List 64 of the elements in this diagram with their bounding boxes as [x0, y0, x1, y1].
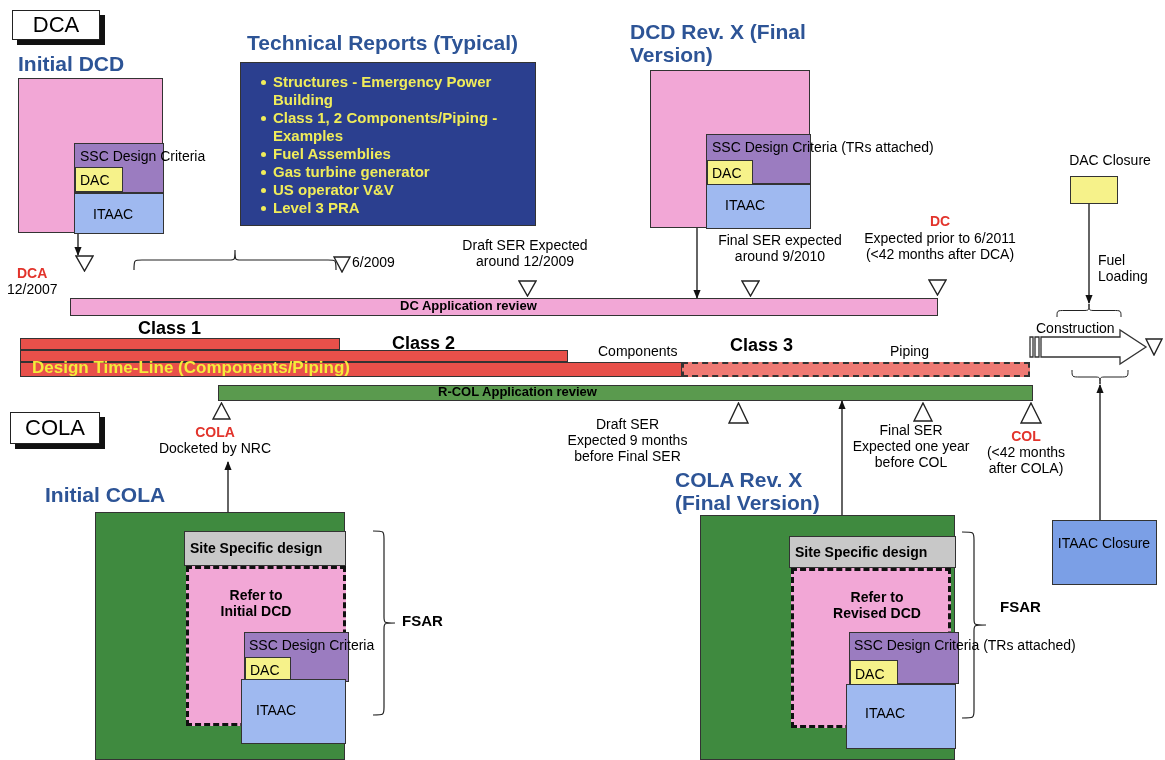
panel-heading: COLA Rev. X (Final Version)	[675, 468, 821, 515]
bar-label: Components	[598, 343, 678, 360]
box-label: Site Specific design	[190, 540, 323, 557]
bracket-label: FSAR	[1000, 598, 1041, 616]
bullet-item: Structures - Emergency Power Building	[273, 73, 493, 109]
milestone-note: 6/2009	[352, 254, 395, 271]
arrow	[1085, 203, 1093, 304]
document-section	[789, 536, 956, 568]
box-label: ITAAC	[256, 702, 297, 719]
milestone-note: Final SER Expected one year before COL	[851, 422, 971, 471]
bullet-item: Class 1, 2 Components/Piping - Examples	[273, 109, 499, 145]
milestone-note: 12/2007	[7, 281, 58, 298]
arrow	[693, 227, 701, 299]
panel-heading: DCD Rev. X (Final Version)	[630, 20, 807, 67]
milestone-note: Draft SER Expected 9 months before Final SER	[566, 416, 689, 465]
document-section	[74, 193, 164, 234]
panel-heading: Initial DCD	[18, 52, 126, 76]
box-label: ITAAC	[865, 705, 906, 722]
milestone-note: Final SER expected around 9/2010	[717, 232, 843, 265]
box-label: ITAAC Closure	[1056, 535, 1152, 552]
box-label: DAC	[80, 172, 110, 189]
box-label: ITAAC	[93, 206, 134, 223]
bar-label: Class 3	[730, 335, 794, 356]
bullet-item: US operator V&V	[273, 181, 395, 199]
document-section	[75, 167, 123, 192]
milestone-label: DC	[928, 213, 952, 230]
arrow	[1096, 384, 1104, 521]
panel-heading: Technical Reports (Typical)	[247, 31, 520, 55]
bar-label: Piping	[890, 343, 929, 360]
bar-label: Class 1	[138, 318, 202, 339]
bar-label: Class 2	[392, 333, 456, 354]
box-label: ITAAC	[725, 197, 766, 214]
panel-heading: Initial COLA	[45, 483, 167, 507]
milestone-label: COLA	[194, 424, 236, 441]
box-label: Site Specific design	[795, 544, 928, 561]
bullet-item: Level 3 PRA	[273, 199, 361, 217]
arrow	[224, 461, 232, 513]
arrow	[74, 232, 82, 256]
document-section	[241, 679, 346, 744]
arrow	[838, 400, 846, 516]
milestone-note: Expected prior to 6/2011 (<42 months after DCA)	[863, 230, 1017, 263]
document-section	[707, 160, 753, 185]
box-label: DAC	[855, 666, 885, 683]
box-label: Refer to Revised DCD	[832, 589, 922, 622]
bar-label: Design Time-Line (Components/Piping)	[32, 360, 350, 375]
block-arrow	[1029, 328, 1148, 366]
milestone-note: Draft SER Expected around 12/2009	[461, 237, 589, 270]
panel-heading: DAC Closure	[1068, 152, 1152, 169]
milestone-label: COL	[1010, 428, 1042, 445]
bar-label: R-COL Application review	[438, 385, 597, 400]
bracket-label: FSAR	[402, 612, 443, 630]
closure-box	[1052, 520, 1157, 585]
milestone-note: Docketed by NRC	[157, 440, 272, 457]
document-section	[846, 684, 956, 749]
bar-label: DC Application review	[400, 299, 537, 314]
box-label: DAC	[250, 662, 280, 679]
document-section	[706, 184, 811, 229]
box-label: DAC	[712, 165, 742, 182]
milestone-label: DCA	[17, 265, 48, 282]
bullet-item: Fuel Assemblies	[273, 145, 392, 163]
box-label: Refer to Initial DCD	[219, 587, 293, 620]
milestone-note: (<42 months after COLA)	[985, 444, 1067, 477]
document-section	[184, 531, 346, 566]
bullet-item: Gas turbine generator	[273, 163, 431, 181]
